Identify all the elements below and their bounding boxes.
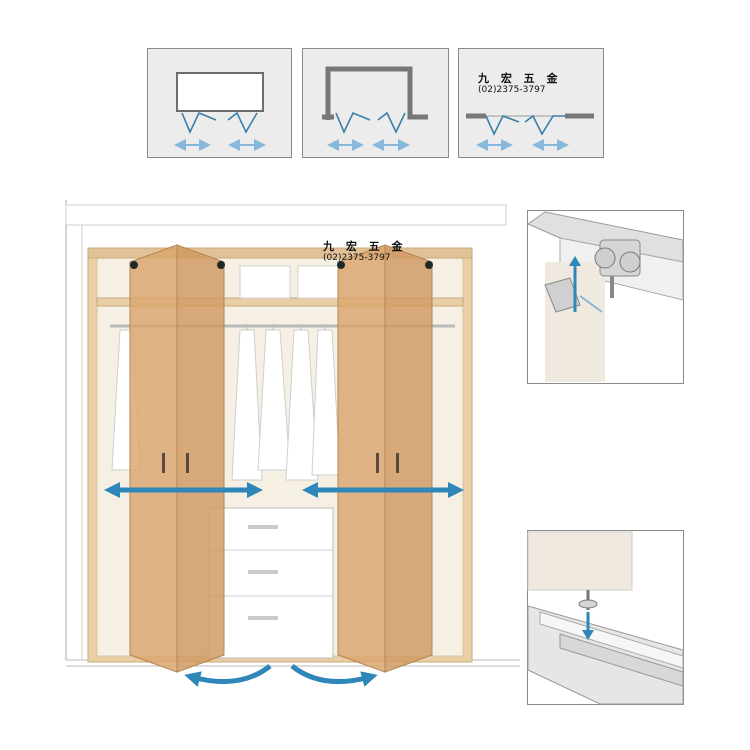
brand-phone: (02)2375-3797 — [478, 85, 546, 95]
right-bifold-doors — [337, 244, 433, 673]
brand-label-plan: 九 宏 五 金 (02)2375-3797 — [478, 72, 562, 96]
brand-name: 九 宏 五 金 — [478, 72, 562, 85]
left-bifold-doors — [129, 244, 225, 673]
floor-track-icon — [527, 531, 684, 705]
brand-phone: (02)2375-3797 — [323, 253, 391, 263]
brand-label-main: 九 宏 五 金 (02)2375-3797 — [323, 240, 407, 264]
plan-view-1-drawing — [174, 72, 266, 151]
roller-carriage-icon — [526, 211, 684, 382]
plan-view-2-drawing — [322, 66, 428, 151]
brand-name: 九 宏 五 金 — [323, 240, 407, 253]
plan-view-3-drawing — [466, 113, 594, 151]
movement-arrows — [103, 481, 465, 687]
